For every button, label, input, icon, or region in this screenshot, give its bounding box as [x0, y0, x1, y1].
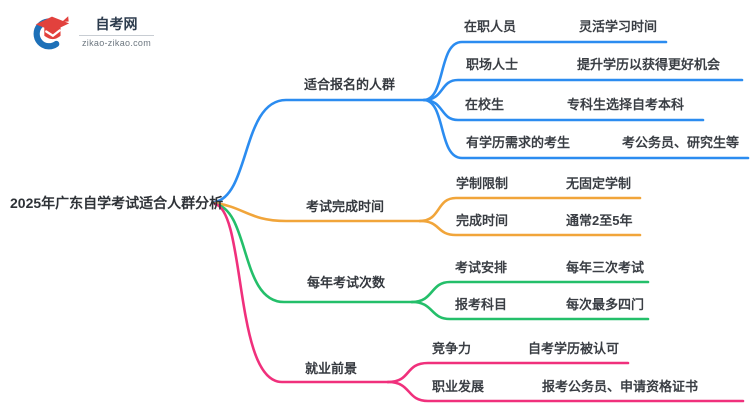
arrow-icon [61, 16, 69, 22]
leaf-label: 完成时间 [456, 213, 509, 228]
branch-lines-suitable-people [213, 40, 750, 204]
leaf-value: 灵活学习时间 [579, 19, 658, 34]
leaf-value: 专科生选择自考本科 [567, 97, 685, 112]
leaf-value: 自考学历被认可 [528, 341, 620, 356]
leaf-label: 考试安排 [455, 260, 508, 275]
branch-lines-exam-frequency [213, 202, 650, 321]
leaf-value: 每次最多四门 [566, 297, 645, 312]
leaf-value: 通常2至5年 [566, 213, 633, 228]
branch-exam-frequency-label: 每年考试次数 [307, 275, 386, 290]
site-url: zikao-zikao.com [79, 34, 155, 48]
leaf-value: 考公务员、研究生等 [622, 135, 740, 150]
branch-completion-time-label: 考试完成时间 [306, 199, 385, 214]
leaf-value: 报考公务员、申请资格证书 [542, 379, 699, 394]
leaf-label: 报考科目 [455, 297, 508, 312]
leaf-label: 职场人士 [466, 57, 519, 72]
leaf-value: 每年三次考试 [566, 260, 645, 275]
logo-text: 自考网 zikao-zikao.com [79, 15, 155, 48]
leaf-value: 无固定学制 [566, 176, 632, 191]
leaf-label: 在校生 [465, 97, 505, 112]
branch-suitable-people-label: 适合报名的人群 [304, 77, 396, 92]
leaf-label: 在职人员 [464, 19, 517, 34]
zikao-logo-icon [33, 16, 70, 50]
site-logo: 自考网 zikao-zikao.com [30, 10, 155, 52]
graduation-cap-icon [35, 16, 70, 40]
site-name: 自考网 [95, 15, 138, 32]
leaf-value: 提升学历以获得更好机会 [577, 57, 721, 72]
branch-lines-career-outlook [213, 202, 745, 403]
leaf-label: 竞争力 [432, 341, 472, 356]
central-topic: 2025年广东自学考试适合人群分析 [10, 195, 224, 211]
branch-lines-completion-time [213, 196, 642, 237]
leaf-label: 学制限制 [456, 176, 509, 191]
leaf-label: 职业发展 [432, 379, 485, 394]
branch-career-outlook-label: 就业前景 [305, 361, 358, 376]
leaf-label: 有学历需求的考生 [466, 135, 571, 150]
